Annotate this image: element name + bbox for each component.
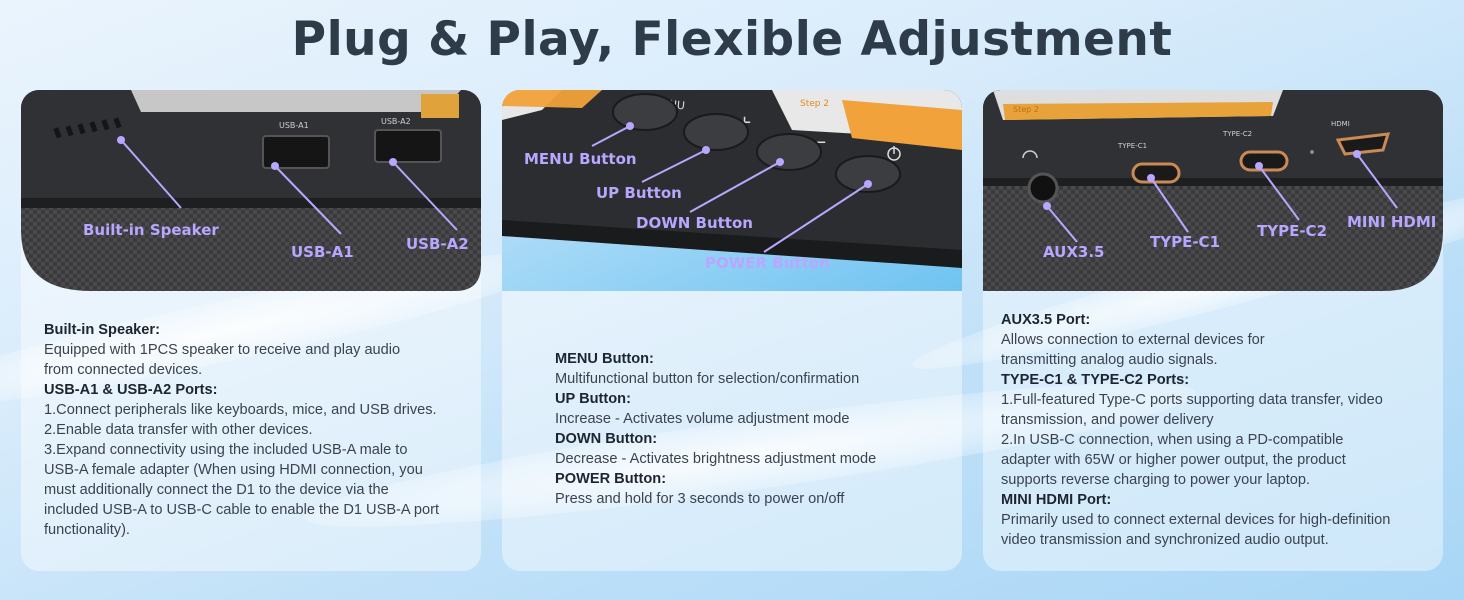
desc-line: Allows connection to external devices fo… <box>1001 332 1265 348</box>
label-type-c1: TYPE-C1 <box>1150 233 1220 251</box>
desc-line: UP Button: <box>555 391 631 407</box>
description-buttons: MENU Button: Multifunctional button for … <box>555 349 948 509</box>
device-photo-buttons: Step 2 MENU + − MENU Button UP Button DO… <box>502 90 962 291</box>
menu-button-knob <box>612 93 678 131</box>
usb-a1-port <box>262 135 330 169</box>
label-mini-hdmi: MINI HDMI <box>1347 213 1436 231</box>
label-type-c2: TYPE-C2 <box>1257 222 1327 240</box>
label-down-button: DOWN Button <box>636 214 753 232</box>
desc-line: AUX3.5 Port: <box>1001 312 1091 328</box>
device-photo-right-side: Step 2 TYPE-C1 TYPE-C2 HDMI <box>983 90 1443 291</box>
port-text-1: USB-A2 <box>381 117 411 126</box>
desc-line: transmitting analog audio signals. <box>1001 352 1218 368</box>
label-power-button: POWER Button <box>705 254 830 272</box>
desc-line: Increase - Activates volume adjustment m… <box>555 411 850 427</box>
desc-line: included USB-A to USB-C cable to enable … <box>44 502 440 518</box>
desc-line: MENU Button: <box>555 351 654 367</box>
speaker-grille <box>53 117 122 139</box>
desc-line: video transmission and synchronized audi… <box>1001 532 1329 548</box>
description-ports: AUX3.5 Port: Allows connection to extern… <box>1001 310 1429 550</box>
page-title: Plug & Play, Flexible Adjustment <box>291 12 1173 67</box>
desc-line: 3.Expand connectivity using the included… <box>44 442 408 458</box>
desc-line: Equipped with 1PCS speaker to receive an… <box>44 342 401 358</box>
desc-line: USB-A female adapter (When using HDMI co… <box>44 462 423 478</box>
desc-line: MINI HDMI Port: <box>1001 492 1112 508</box>
device-typec1-text: TYPE-C1 <box>1117 142 1147 150</box>
label-aux35: AUX3.5 <box>1043 243 1104 261</box>
description-speaker-usb: Built-in Speaker: Equipped with 1PCS spe… <box>44 320 467 540</box>
desc-line: DOWN Button: <box>555 431 658 447</box>
aux-port <box>1027 172 1059 204</box>
desc-line: Decrease - Activates brightness adjustme… <box>555 451 877 467</box>
desc-line: TYPE-C1 & TYPE-C2 Ports: <box>1001 372 1190 388</box>
desc-line: 2.Enable data transfer with other device… <box>44 422 313 438</box>
label-usb-a2: USB-A2 <box>406 235 469 253</box>
desc-line: Press and hold for 3 seconds to power on… <box>555 491 845 507</box>
power-button-knob <box>835 155 901 193</box>
card-speaker-usb: USB-A1 USB-A2 Built-in Speaker USB-A1 US… <box>21 90 481 571</box>
card-buttons: Step 2 MENU + − MENU Button UP Button DO… <box>502 90 962 571</box>
label-menu-button: MENU Button <box>524 150 637 168</box>
desc-line: must additionally connect the D1 to the … <box>44 482 389 498</box>
type-c2-port <box>1239 150 1289 172</box>
up-button-knob <box>683 113 749 151</box>
desc-line: transmission, and power delivery <box>1001 412 1214 428</box>
label-up-button: UP Button <box>596 184 682 202</box>
label-built-in-speaker: Built-in Speaker <box>83 221 219 239</box>
desc-line: 2.In USB-C connection, when using a PD-c… <box>1001 432 1344 448</box>
desc-line: POWER Button: <box>555 471 667 487</box>
card-ports: Step 2 TYPE-C1 TYPE-C2 HDMI <box>983 90 1443 571</box>
desc-line: from connected devices. <box>44 362 203 378</box>
desc-line: 1.Connect peripherals like keyboards, mi… <box>44 402 437 418</box>
type-c1-port <box>1131 162 1181 184</box>
device-photo-left-side: USB-A1 USB-A2 Built-in Speaker USB-A1 US… <box>21 90 481 291</box>
label-usb-a1: USB-A1 <box>291 243 354 261</box>
desc-line: USB-A1 & USB-A2 Ports: <box>44 382 218 398</box>
device-step-text: Step 2 <box>1013 105 1039 114</box>
desc-line: supports reverse charging to power your … <box>1001 472 1311 488</box>
usb-a2-port <box>374 129 442 163</box>
mini-hdmi-port <box>1335 132 1391 156</box>
desc-line: 1.Full-featured Type-C ports supporting … <box>1001 392 1383 408</box>
device-typec2-text: TYPE-C2 <box>1222 130 1252 138</box>
desc-line: Multifunctional button for selection/con… <box>555 371 860 387</box>
power-symbol-icon <box>887 146 901 161</box>
port-text-2: USB-A1 <box>279 121 309 130</box>
desc-line: functionality). <box>44 522 130 538</box>
headphone-icon <box>1022 150 1038 159</box>
device-step-text: Step 2 <box>800 99 829 109</box>
down-button-knob <box>756 133 822 171</box>
desc-line: Primarily used to connect external devic… <box>1001 512 1391 528</box>
desc-line: adapter with 65W or higher power output,… <box>1001 452 1346 468</box>
device-hdmi-text: HDMI <box>1331 120 1350 128</box>
desc-line: Built-in Speaker: <box>44 322 160 338</box>
